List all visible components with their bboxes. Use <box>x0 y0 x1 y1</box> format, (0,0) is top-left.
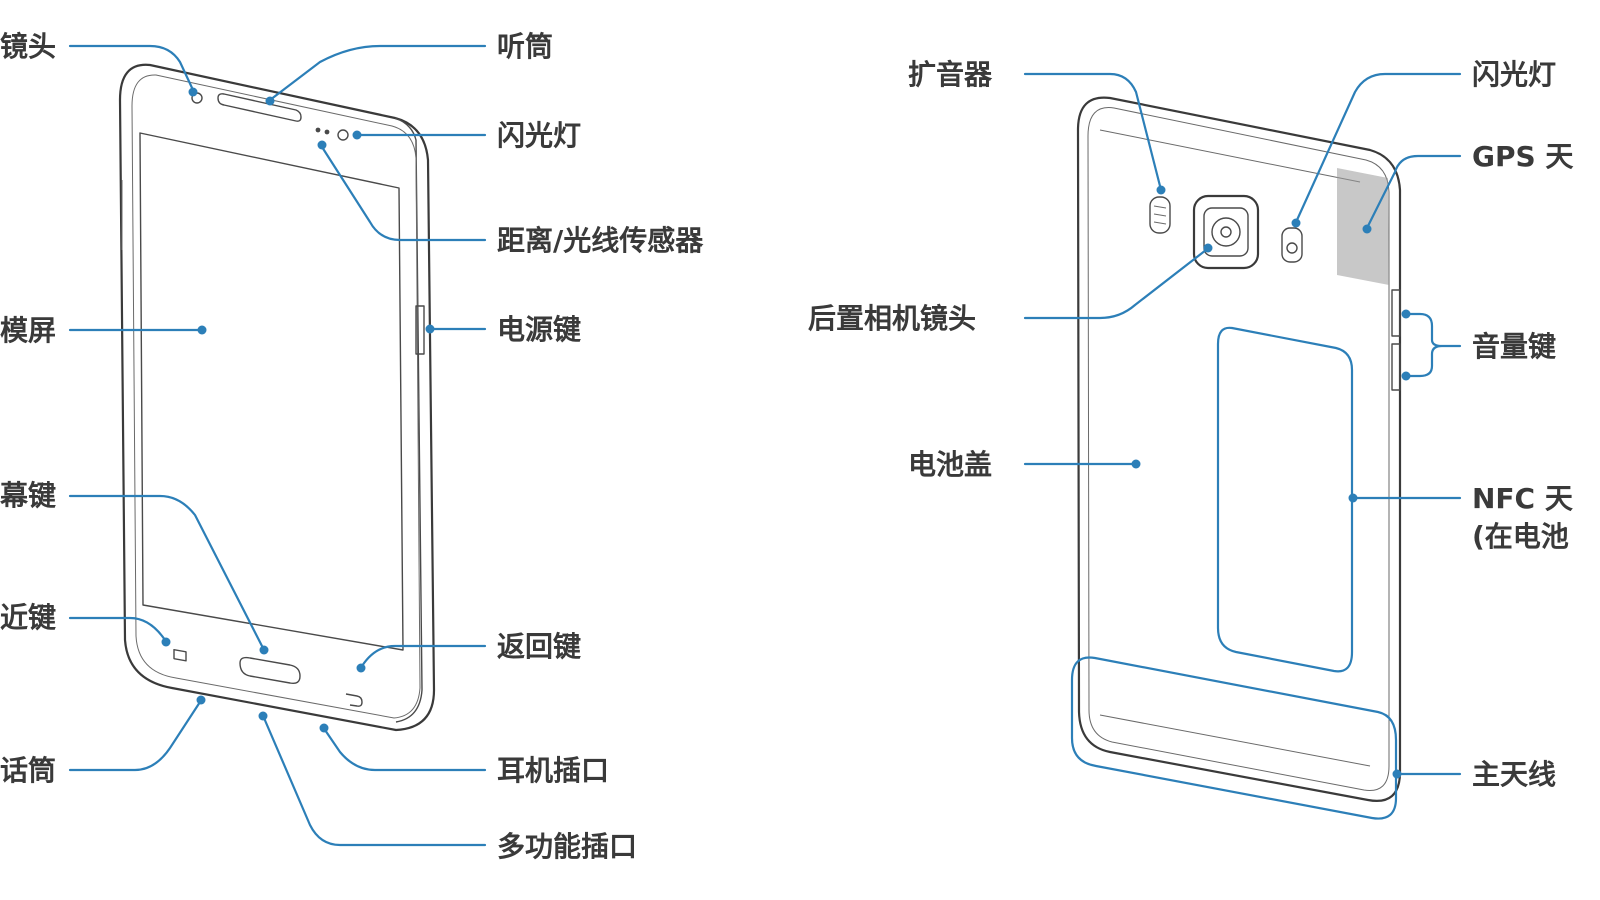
dot-home <box>259 645 269 655</box>
leader-sensor <box>320 145 487 242</box>
front-sensor-dot-1 <box>315 127 321 133</box>
label-power: 电源键 <box>497 313 581 346</box>
label-main-antenna: 主天线 <box>1472 758 1556 791</box>
front-earpiece-grille <box>217 93 302 122</box>
label-nfc-line2: (在电池 <box>1472 520 1569 553</box>
leader-home <box>68 494 265 650</box>
rear-camera-inner <box>1203 207 1249 257</box>
front-screen <box>139 132 404 651</box>
leader-front-camera <box>68 44 195 92</box>
label-multipurpose: 多功能插口 <box>497 830 637 863</box>
label-mic: 话筒 <box>0 754 56 787</box>
dot-power <box>425 324 435 334</box>
rear-flash <box>1281 227 1303 263</box>
leader-speaker <box>1023 72 1162 188</box>
label-gps: GPS 天 <box>1472 140 1573 173</box>
rear-phone <box>1070 96 1402 820</box>
rear-flash-bulb <box>1286 242 1298 254</box>
front-phone-side-edge <box>394 117 423 723</box>
label-rear-flash: 闪光灯 <box>1472 58 1556 91</box>
front-home-button <box>239 656 301 685</box>
dot-earpiece <box>265 96 275 106</box>
label-home: 幕键 <box>0 479 56 512</box>
label-earpiece: 听筒 <box>497 30 553 63</box>
dot-recent <box>161 637 171 647</box>
front-phone-bezel <box>131 74 421 719</box>
dot-rear-flash <box>1291 218 1301 228</box>
leader-recent <box>68 616 167 642</box>
dot-volume-down <box>1401 371 1411 381</box>
front-flash-lens <box>337 129 349 141</box>
leader-rear-camera <box>1023 248 1208 320</box>
dot-speaker <box>1156 185 1166 195</box>
rear-labels: 扩音器 闪光灯 GPS 天 后置相机镜头 音量键 电池盖 NFC 天 (在电池 … <box>808 58 1573 791</box>
dot-sensor <box>317 140 327 150</box>
label-volume: 音量键 <box>1472 330 1556 363</box>
label-sensor: 距离/光线传感器 <box>497 224 704 257</box>
dot-touchscreen <box>197 325 207 335</box>
rear-camera-lens-core <box>1220 226 1232 238</box>
label-back: 返回键 <box>497 630 581 663</box>
front-phone-body <box>118 63 436 732</box>
dot-back <box>356 663 366 673</box>
rear-main-antenna <box>1070 656 1398 820</box>
front-leaders <box>68 44 487 847</box>
rear-camera-lens <box>1211 217 1241 247</box>
dot-battery-cover <box>1131 459 1141 469</box>
label-speaker: 扩音器 <box>908 58 993 91</box>
leader-gps <box>1366 154 1462 228</box>
front-recent-key-icon <box>173 648 187 662</box>
label-recent: 近键 <box>0 601 56 634</box>
leader-headset <box>323 728 487 772</box>
dot-volume-up <box>1401 309 1411 319</box>
rear-speaker-line-1 <box>1153 205 1167 209</box>
rear-speaker-line-3 <box>1153 221 1167 225</box>
rear-phone-inner-edge <box>1087 107 1390 791</box>
dot-mic <box>196 695 206 705</box>
label-front-flash: 闪光灯 <box>497 119 581 152</box>
rear-volume-down-key <box>1391 343 1401 391</box>
dot-multipurpose <box>258 711 268 721</box>
leader-back <box>360 644 487 668</box>
leader-mic <box>68 700 202 772</box>
dot-rear-camera <box>1203 243 1213 253</box>
label-battery-cover: 电池盖 <box>908 448 992 481</box>
rear-speaker-line-2 <box>1153 213 1167 217</box>
dot-main-antenna <box>1392 769 1402 779</box>
leader-multipurpose <box>262 716 487 847</box>
dot-front-flash <box>352 130 362 140</box>
front-labels: 镜头 听筒 闪光灯 距离/光线传感器 模屏 电源键 幕键 近键 返回键 话筒 耳… <box>0 30 704 863</box>
rear-leaders <box>1023 72 1462 779</box>
rear-volume-up-key <box>1391 289 1401 337</box>
rear-camera-housing <box>1192 194 1260 270</box>
dot-front-camera <box>188 87 198 97</box>
label-headset: 耳机插口 <box>497 754 609 787</box>
rear-phone-top-line <box>1099 129 1361 183</box>
rear-gps-area <box>1337 168 1389 285</box>
front-sensor-dot-2 <box>324 129 330 135</box>
rear-phone-bottom-line <box>1099 714 1371 767</box>
label-rear-camera: 后置相机镜头 <box>808 302 976 335</box>
leader-rear-flash <box>1295 72 1462 222</box>
label-touchscreen: 模屏 <box>0 314 56 347</box>
leader-volume <box>1406 312 1462 378</box>
front-phone <box>118 63 436 732</box>
label-front-camera: 镜头 <box>0 30 56 63</box>
rear-speaker-grille <box>1149 196 1171 234</box>
front-power-key <box>415 305 425 355</box>
dot-headset <box>319 723 329 733</box>
rear-nfc-antenna <box>1216 326 1354 673</box>
front-back-key-icon <box>345 693 363 707</box>
dot-gps <box>1362 224 1372 234</box>
dot-nfc <box>1348 493 1358 503</box>
leader-earpiece <box>268 44 487 102</box>
label-nfc-line1: NFC 天 <box>1472 482 1573 515</box>
